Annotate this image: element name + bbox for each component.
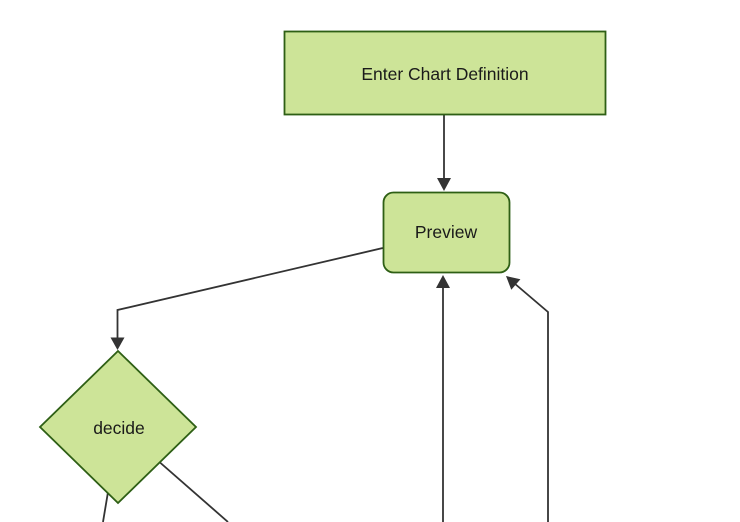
edge-line <box>513 282 549 522</box>
arrowhead-into-preview-corner <box>506 276 521 290</box>
arrowhead-into-preview-top <box>437 178 451 191</box>
arrowhead-into-preview-bottom <box>436 275 450 288</box>
node-decide: decide <box>38 349 198 505</box>
node-preview: Preview <box>382 191 511 274</box>
edge-offscreen-bottom-right-to-preview <box>506 276 549 522</box>
edge-preview-to-decide <box>110 247 384 350</box>
preview-box <box>382 191 511 274</box>
decide-diamond <box>38 349 198 505</box>
edge-enter-chart-definition-to-preview <box>437 115 451 191</box>
decide-label: decide <box>93 418 145 438</box>
edge-line <box>147 451 229 522</box>
node-enter-chart-definition: Enter Chart Definition <box>283 30 607 116</box>
edge-decide-to-offscreen-bottom-right <box>147 451 229 522</box>
arrowhead-into-decide-top <box>110 337 125 350</box>
enter-chart-definition-box <box>283 30 607 116</box>
edge-line <box>116 247 384 340</box>
edge-offscreen-bottom-to-preview <box>436 275 450 522</box>
enter-chart-definition-label: Enter Chart Definition <box>361 64 528 84</box>
preview-label: Preview <box>415 222 478 242</box>
